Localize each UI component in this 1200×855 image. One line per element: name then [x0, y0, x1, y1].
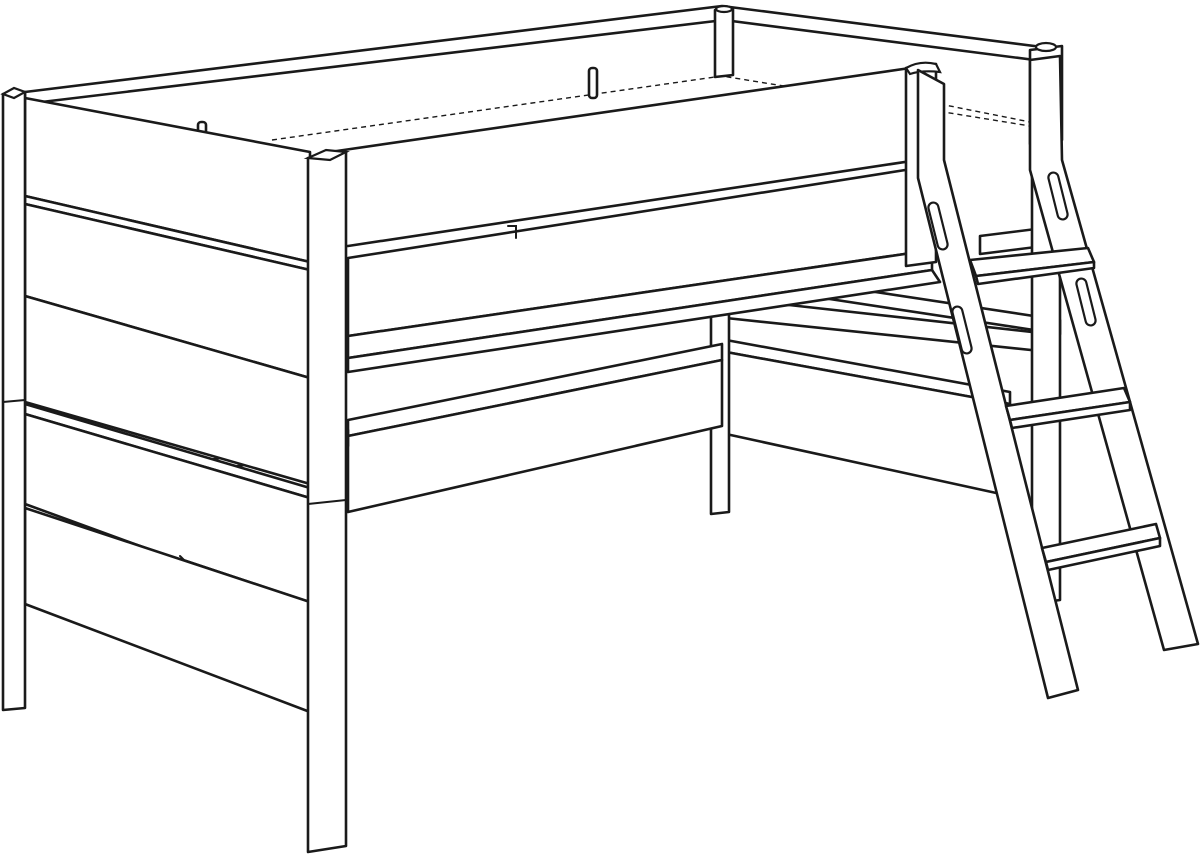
back-left-post: [0, 86, 28, 712]
ladder: [916, 54, 1200, 700]
ladder-slots: [927, 171, 1097, 355]
ladder-rung-1: [968, 246, 1096, 286]
ladder-rung-2: [1004, 386, 1132, 430]
ladder-rung-3: [1040, 522, 1162, 572]
front-left-post: [303, 148, 350, 854]
left-end-panels: [23, 96, 312, 714]
mattress-outline: [271, 75, 1031, 141]
back-center-post-top: [713, 4, 735, 79]
